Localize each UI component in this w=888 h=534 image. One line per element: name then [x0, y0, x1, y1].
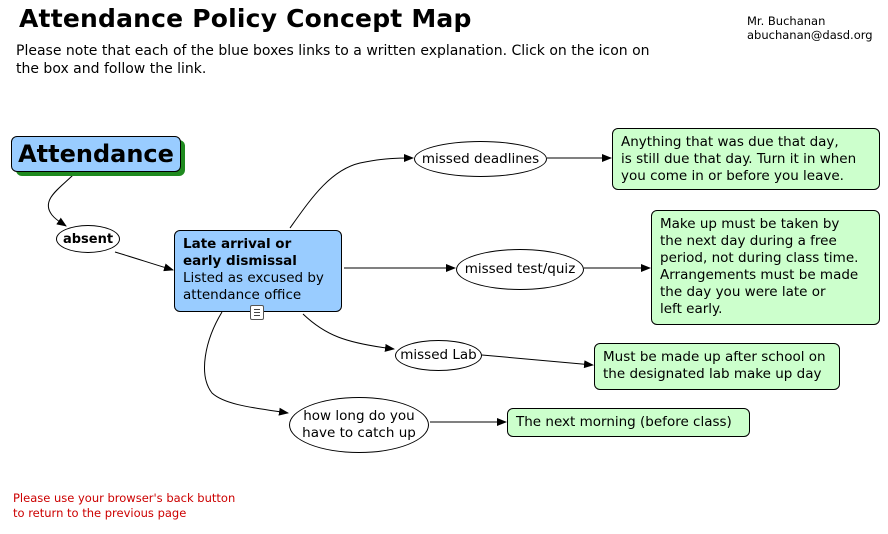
- catch-up-note: The next morning (before class): [507, 408, 750, 437]
- deadlines-note: Anything that was due that day, is still…: [612, 128, 880, 190]
- test-note-line: the next day during a free: [660, 233, 837, 249]
- late-arrival-title-2: early dismissal: [183, 253, 297, 269]
- intro-text: Please note that each of the blue boxes …: [16, 43, 650, 77]
- test-note-line: Make up must be taken by: [660, 216, 840, 232]
- late-arrival-desc-1: Listed as excused by: [183, 270, 324, 286]
- link-lab-note: [481, 354, 594, 369]
- catch-up-node: how long do you have to catch up: [289, 397, 429, 453]
- document-icon[interactable]: [250, 305, 264, 320]
- link-absent-late: [114, 251, 174, 272]
- link-late-lab: [302, 313, 395, 352]
- link-late-catchup: [204, 311, 289, 416]
- footer-line-2: to return to the previous page: [13, 506, 187, 520]
- footer-line-1: Please use your browser's back button: [13, 491, 236, 505]
- absent-node: absent: [56, 225, 120, 253]
- late-arrival-title-1: Late arrival or: [183, 236, 292, 252]
- author-name: Mr. Buchanan: [747, 14, 826, 28]
- link-late-deadlines: [289, 154, 414, 229]
- test-note-line: left early.: [660, 301, 723, 317]
- deadlines-note-line: Anything that was due that day,: [621, 134, 839, 150]
- attendance-node: Attendance: [11, 136, 181, 172]
- test-note-line: the day you were late or: [660, 284, 826, 300]
- test-note-line: period, not during class time.: [660, 250, 859, 266]
- author-email: abuchanan@dasd.org: [747, 28, 873, 42]
- late-arrival-desc-2: attendance office: [183, 287, 302, 303]
- page-title: Attendance Policy Concept Map: [19, 4, 472, 33]
- test-note-line: Arrangements must be made: [660, 267, 859, 283]
- lab-note-line: Must be made up after school on: [603, 349, 826, 365]
- test-note: Make up must be taken by the next day du…: [651, 210, 880, 325]
- missed-lab-node: missed Lab: [395, 340, 482, 371]
- lab-note-line: the designated lab make up day: [603, 366, 822, 382]
- missed-deadlines-node: missed deadlines: [414, 141, 547, 177]
- catch-up-line-2: have to catch up: [302, 425, 416, 441]
- catch-up-line-1: how long do you: [303, 408, 415, 424]
- deadlines-note-line: is still due that day. Turn it in when: [621, 151, 857, 167]
- late-arrival-node: Late arrival or early dismissal Listed a…: [174, 230, 342, 312]
- missed-test-node: missed test/quiz: [456, 249, 584, 290]
- deadlines-note-line: you come in or before you leave.: [621, 168, 844, 184]
- link-attendance-absent: [47, 174, 74, 227]
- back-button-note: Please use your browser's back button to…: [13, 491, 235, 521]
- author-info: Mr. Buchanan abuchanan@dasd.org: [747, 14, 873, 42]
- lab-note: Must be made up after school on the desi…: [594, 343, 840, 390]
